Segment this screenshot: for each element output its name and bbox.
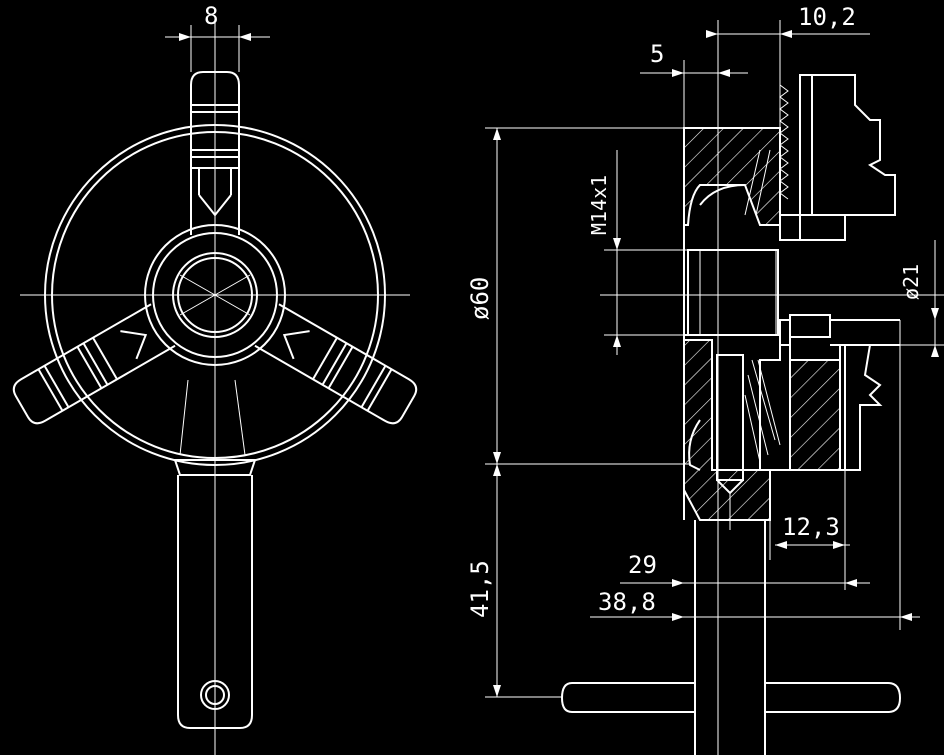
dim-label-29: 29 bbox=[628, 551, 657, 579]
bore-inner-circle bbox=[177, 257, 253, 333]
dim-label-41-5: 41,5 bbox=[466, 560, 494, 618]
pinion-shaft bbox=[716, 354, 744, 530]
dim-jaw-offset: 10,2 bbox=[706, 3, 870, 128]
dim-jaw-width: 8 bbox=[165, 2, 270, 72]
body-section bbox=[683, 127, 846, 521]
jaw-section-bottom bbox=[779, 314, 901, 471]
dim-label-38-8: 38,8 bbox=[598, 588, 656, 616]
dim-label-10-2: 10,2 bbox=[798, 3, 856, 31]
dim-label-d21: ø21 bbox=[899, 264, 923, 300]
jaw-section-top bbox=[779, 74, 896, 241]
dim-label-12-3: 12,3 bbox=[782, 513, 840, 541]
key-handle-side bbox=[560, 520, 902, 755]
jaw-lower-left bbox=[12, 303, 176, 425]
dim-depth-12-3: 12,3 bbox=[769, 470, 850, 590]
chuck-body-inner-circle bbox=[51, 131, 379, 459]
dim-depth-38-8: 38,8 bbox=[590, 345, 920, 630]
dim-key-length: 41,5 bbox=[466, 464, 562, 698]
dim-thread: M14x1 bbox=[587, 150, 688, 355]
dim-body-step: 5 bbox=[640, 40, 748, 128]
dim-diameter-bore: ø21 bbox=[899, 240, 944, 357]
front-view: 8 bbox=[12, 2, 418, 755]
dim-label-m14x1: M14x1 bbox=[587, 175, 611, 235]
dim-label-5: 5 bbox=[650, 40, 664, 68]
dim-label-d60: ø60 bbox=[466, 277, 494, 320]
key-handle-front bbox=[173, 459, 257, 729]
hub-ring-circle bbox=[152, 232, 278, 358]
side-section-view: 10,2 5 M14x1 ø60 bbox=[466, 3, 944, 755]
key-handle-hole bbox=[200, 680, 230, 710]
dim-diameter-body: ø60 bbox=[466, 127, 690, 465]
chuck-body-outer-circle bbox=[44, 124, 386, 466]
dim-label-8: 8 bbox=[204, 2, 218, 30]
jaw-top bbox=[190, 71, 240, 235]
hub-outer-circle bbox=[144, 224, 286, 366]
dim-depth-29: 29 bbox=[620, 551, 870, 587]
jaw-lower-right bbox=[254, 303, 418, 425]
bore-outer-circle bbox=[172, 252, 258, 338]
